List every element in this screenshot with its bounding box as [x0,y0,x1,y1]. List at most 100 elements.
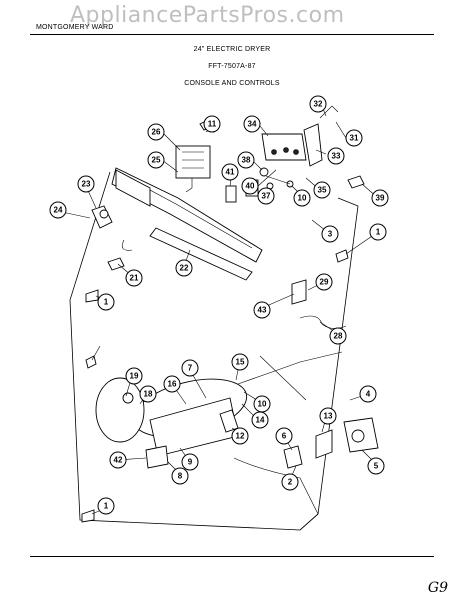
svg-text:43: 43 [258,306,267,315]
callout-39: 39 [371,189,389,207]
switch-block-part [261,133,307,161]
svg-text:39: 39 [376,194,385,203]
svg-text:10: 10 [258,400,267,409]
svg-text:40: 40 [246,182,255,191]
svg-text:14: 14 [256,416,265,425]
svg-text:10: 10 [298,194,307,203]
bracket-21 [107,257,125,271]
page-label: G9 [427,580,448,596]
callout-2: 2 [281,473,299,491]
svg-text:2: 2 [288,478,293,487]
callout-19: 19 [125,367,143,385]
footer-rule [30,556,434,557]
callout-37: 37 [257,187,275,205]
callout-21: 21 [125,269,143,287]
svg-text:15: 15 [236,358,245,367]
svg-text:18: 18 [144,390,153,399]
button-39 [347,175,365,189]
svg-text:35: 35 [318,186,327,195]
svg-text:5: 5 [374,462,379,471]
svg-text:9: 9 [188,458,193,467]
callout-43: 43 [253,301,271,319]
svg-text:7: 7 [188,364,193,373]
svg-text:32: 32 [314,100,323,109]
watermark: AppliancePartsPros.com [70,3,345,28]
panel-22-part [149,227,253,281]
switch-41 [225,185,237,203]
callout-10a: 10 [293,189,311,207]
callout-26: 26 [147,123,165,141]
callout-7: 7 [181,359,199,377]
svg-text:13: 13 [324,412,333,421]
svg-text:21: 21 [130,274,139,283]
callout-1c: 1 [97,497,115,515]
callout-32: 32 [309,95,327,113]
svg-text:33: 33 [332,152,341,161]
svg-text:11: 11 [208,120,217,129]
bracket-33-part [303,123,323,167]
callout-24: 24 [49,201,67,219]
callout-29: 29 [315,273,333,291]
callout-15: 15 [231,353,249,371]
harness-28 [299,315,347,329]
callout-35: 35 [313,181,331,199]
svg-text:3: 3 [328,230,333,239]
svg-text:38: 38 [242,156,251,165]
svg-text:34: 34 [248,120,257,129]
callout-12: 12 [231,427,249,445]
svg-text:42: 42 [114,456,123,465]
callout-28: 28 [329,327,347,345]
svg-text:41: 41 [226,168,235,177]
clip-1a [335,249,349,263]
part-6 [283,445,303,469]
callout-10b: 10 [253,395,271,413]
svg-text:1: 1 [376,228,381,237]
callout-16: 16 [163,375,181,393]
header-rule [30,34,434,35]
model-number: FFT-7507A-87 [208,63,256,70]
svg-text:28: 28 [334,332,343,341]
timer-part [175,145,211,179]
svg-text:1: 1 [104,502,109,511]
callout-5: 5 [367,457,385,475]
callout-4: 4 [359,385,377,403]
callout-34: 34 [243,115,261,133]
callout-38: 38 [237,151,255,169]
section-title: CONSOLE AND CONTROLS [184,80,280,87]
clip-1c [81,509,95,523]
callout-8: 8 [171,467,189,485]
callout-11: 11 [203,115,221,133]
svg-text:37: 37 [262,192,271,201]
bracket-29 [291,279,307,305]
model-title: 24" ELECTRIC DRYER [193,46,271,53]
svg-text:26: 26 [152,128,161,137]
callout-3: 3 [321,225,339,243]
callout-22: 22 [175,259,193,277]
callout-13: 13 [319,407,337,425]
callout-9: 9 [181,453,199,471]
callout-14: 14 [251,411,269,429]
control-bezel-part [115,169,151,207]
svg-text:31: 31 [350,134,359,143]
svg-text:16: 16 [168,380,177,389]
callout-18: 18 [139,385,157,403]
callout-41: 41 [221,163,239,181]
svg-text:22: 22 [180,264,189,273]
callout-6: 6 [275,427,293,445]
clip-1d [85,355,97,369]
brand-title: MONTGOMERY WARD [36,24,114,31]
callout-1a: 1 [369,223,387,241]
callout-23: 23 [77,175,95,193]
callout-33: 33 [327,147,345,165]
callout-25: 25 [147,151,165,169]
callout-40: 40 [241,177,259,195]
svg-text:24: 24 [54,206,63,215]
callout-1b: 1 [97,293,115,311]
svg-text:1: 1 [104,298,109,307]
svg-text:29: 29 [320,278,329,287]
svg-text:6: 6 [282,432,287,441]
svg-text:4: 4 [366,390,371,399]
callout-42: 42 [109,451,127,469]
svg-text:25: 25 [152,156,161,165]
